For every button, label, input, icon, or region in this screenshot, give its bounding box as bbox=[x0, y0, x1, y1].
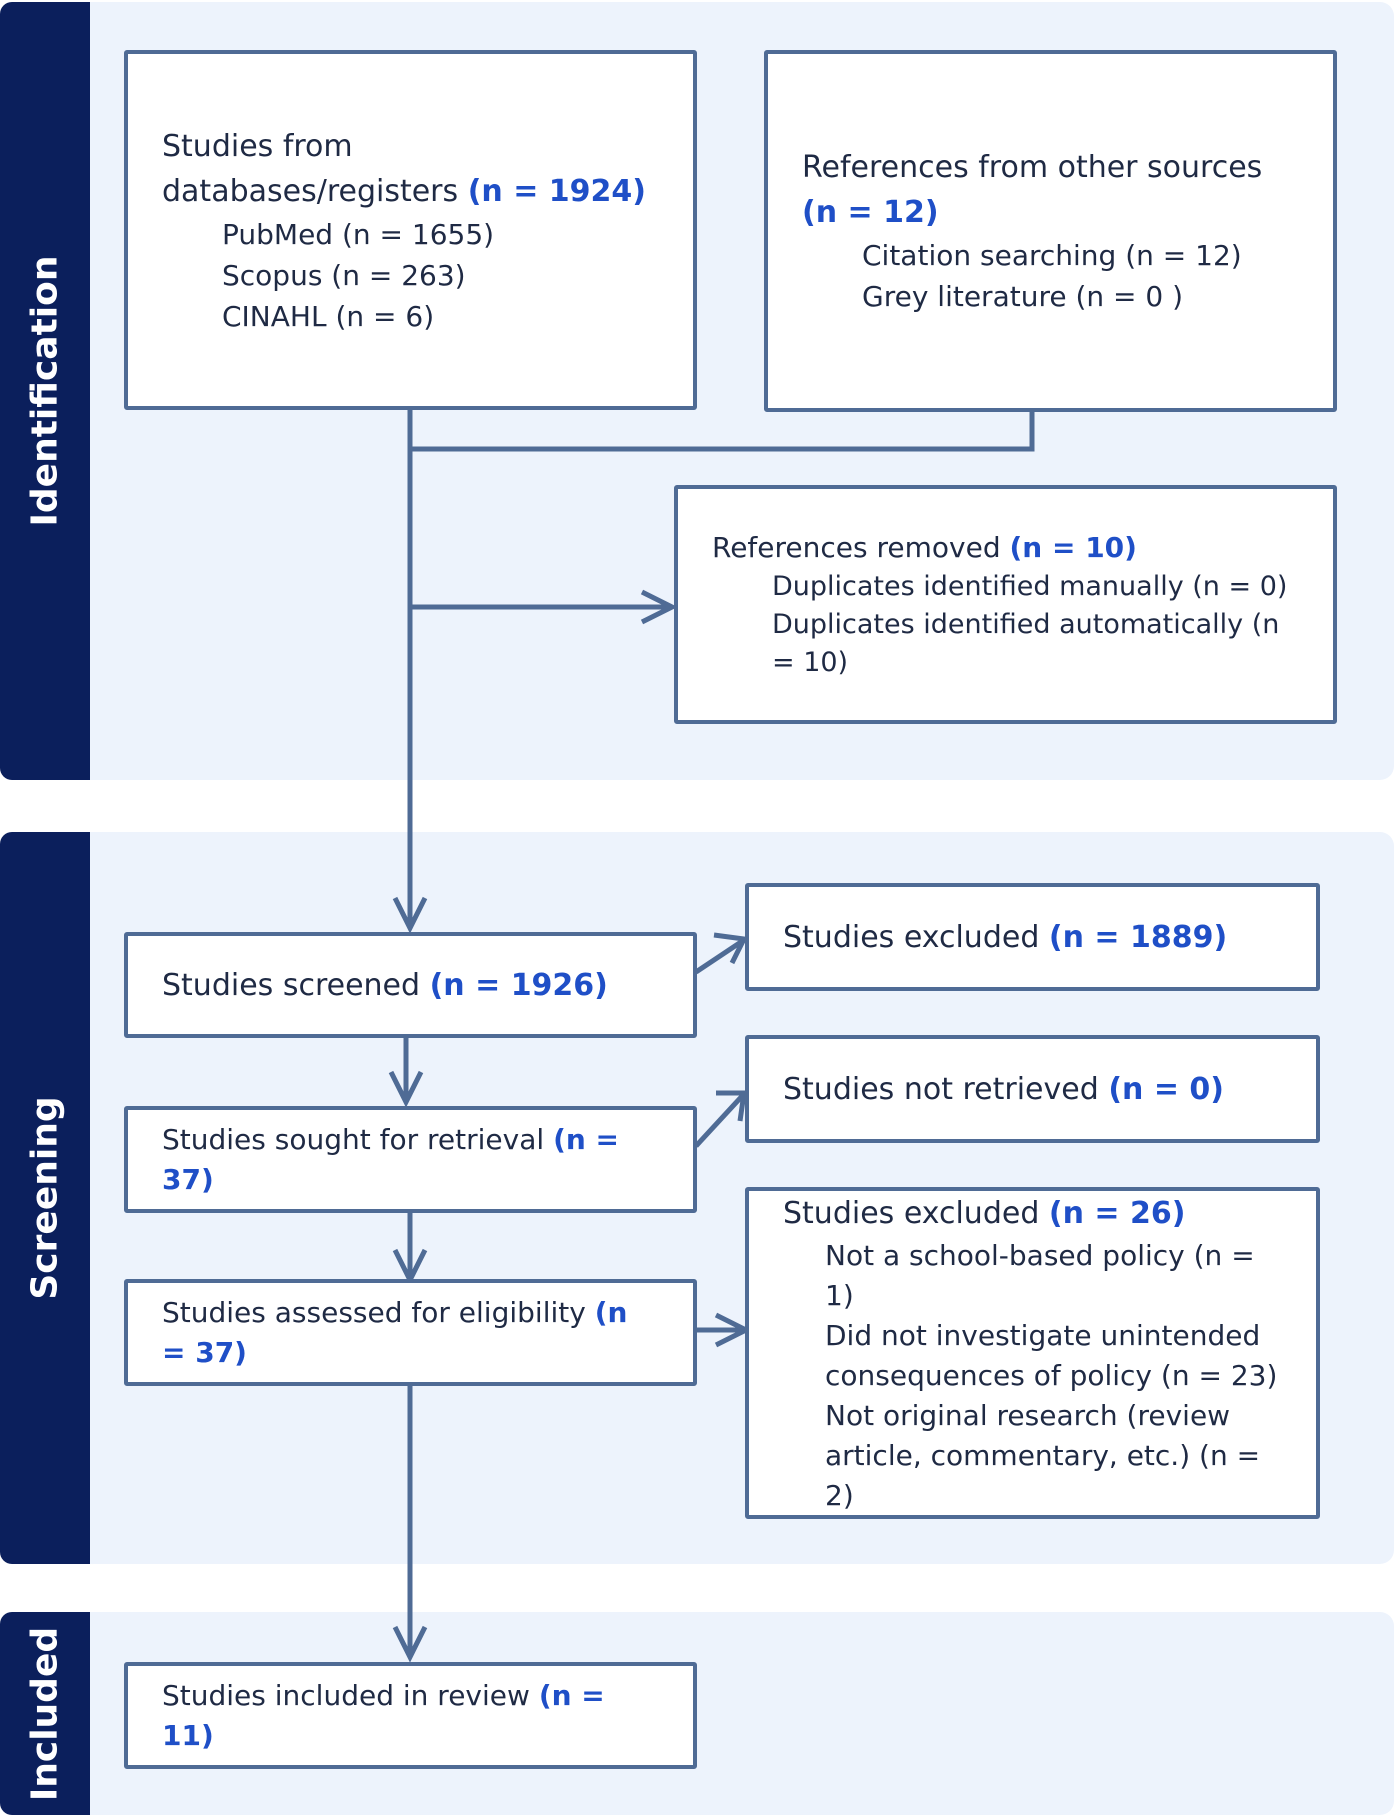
excluded-screen-label: Studies excluded bbox=[783, 919, 1040, 955]
database-item-pubmed: PubMed (n = 1655) bbox=[222, 217, 495, 251]
sought-box: Studies sought for retrieval (n = 37) bbox=[124, 1106, 697, 1213]
exclusion-reason-2: Did not investigate unintended consequen… bbox=[825, 1318, 1278, 1392]
arrowhead-screened bbox=[392, 896, 428, 934]
included-box: Studies included in review (n = 11) bbox=[124, 1662, 697, 1769]
not-retrieved-box: Studies not retrieved (n = 0) bbox=[745, 1035, 1320, 1143]
excluded-screen-box: Studies excluded (n = 1889) bbox=[745, 883, 1320, 991]
excluded-full-box: Studies excluded (n = 26) Not a school-b… bbox=[745, 1187, 1320, 1519]
included-text: Studies included in review bbox=[162, 1678, 530, 1712]
not-retrieved-label: Studies not retrieved bbox=[783, 1071, 1099, 1107]
excluded-full-count: (n = 26) bbox=[1048, 1195, 1186, 1231]
database-item-scopus: Scopus (n = 263) bbox=[222, 258, 466, 292]
connector-to-excluded bbox=[694, 937, 746, 975]
excluded-screen-count: (n = 1889) bbox=[1048, 919, 1228, 955]
removed-count: (n = 10) bbox=[1009, 530, 1137, 564]
other-sources-box: References from other sources (n = 12) C… bbox=[764, 50, 1337, 412]
removed-item-automatic: Duplicates identified automatically (n =… bbox=[772, 608, 1280, 678]
arrowhead-sought bbox=[388, 1070, 424, 1108]
sought-row: Studies sought for retrieval (n = 37) bbox=[162, 1120, 659, 1200]
not-retrieved-count: (n = 0) bbox=[1108, 1071, 1224, 1107]
connector-merge bbox=[410, 410, 1035, 452]
assessed-row: Studies assessed for eligibility (n = 37… bbox=[162, 1293, 659, 1373]
exclusion-reason-3: Not original research (review article, c… bbox=[825, 1398, 1261, 1512]
assessed-label: Studies assessed for eligibility bbox=[162, 1295, 586, 1329]
excluded-full-row: Studies excluded (n = 26) bbox=[783, 1191, 1286, 1236]
screened-label: Studies screened bbox=[162, 967, 421, 1003]
assessed-count: (n = 37) bbox=[162, 1295, 628, 1369]
removed-item-manual: Duplicates identified manually (n = 0) bbox=[772, 570, 1288, 602]
sought-count: (n = 37) bbox=[162, 1122, 620, 1196]
other-source-item-grey: Grey literature (n = 0 ) bbox=[862, 280, 1184, 313]
connector-to-not-retrieved bbox=[694, 1092, 746, 1148]
other-sources-title: References from other sources bbox=[802, 150, 1263, 185]
excluded-full-label: Studies excluded bbox=[783, 1195, 1040, 1231]
databases-title-line2: databases/registers bbox=[162, 173, 459, 209]
included-tab: Included bbox=[0, 1612, 90, 1815]
removed-box: References removed (n = 10) Duplicates i… bbox=[674, 485, 1337, 724]
exclusion-reason-1: Not a school-based policy (n = 1) bbox=[825, 1238, 1255, 1312]
databases-count: (n = 1924) bbox=[467, 173, 647, 209]
screened-count: (n = 1926) bbox=[429, 967, 608, 1003]
identification-tab: Identification bbox=[0, 2, 90, 780]
removed-title-row: References removed (n = 10) bbox=[712, 528, 1299, 568]
databases-title-line2-row: databases/registers (n = 1924) bbox=[162, 169, 659, 214]
arrowhead-removed bbox=[640, 589, 678, 625]
screened-box: Studies screened (n = 1926) bbox=[124, 932, 697, 1038]
sought-label: Studies sought for retrieval bbox=[162, 1122, 545, 1156]
databases-title-line1: Studies from bbox=[162, 128, 353, 164]
removed-title: References removed bbox=[712, 530, 1001, 564]
screening-tab: Screening bbox=[0, 832, 90, 1564]
other-source-item-citation: Citation searching (n = 12) bbox=[862, 239, 1242, 272]
arrowhead-included bbox=[392, 1625, 428, 1663]
screened-row: Studies screened (n = 1926) bbox=[162, 963, 659, 1008]
database-item-cinahl: CINAHL (n = 6) bbox=[222, 299, 435, 333]
assessed-box: Studies assessed for eligibility (n = 37… bbox=[124, 1279, 697, 1386]
databases-box: Studies from databases/registers (n = 19… bbox=[124, 50, 697, 410]
included-row: Studies included in review (n = 11) bbox=[162, 1676, 659, 1756]
arrowhead-excluded bbox=[713, 932, 748, 965]
included-count: (n = 11) bbox=[162, 1678, 605, 1752]
not-retrieved-row: Studies not retrieved (n = 0) bbox=[783, 1067, 1282, 1112]
other-sources-count: (n = 12) bbox=[802, 195, 939, 230]
excluded-screen-row: Studies excluded (n = 1889) bbox=[783, 915, 1282, 960]
arrowhead-not-retrieved bbox=[716, 1090, 747, 1122]
